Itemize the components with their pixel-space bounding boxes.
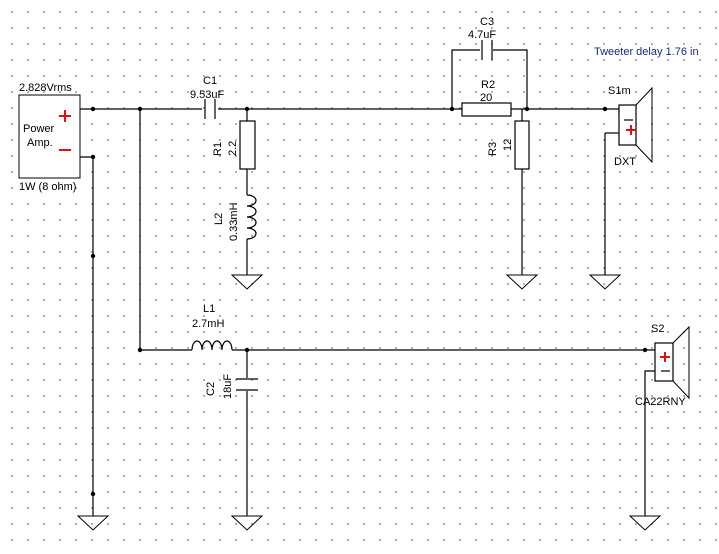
r1-name: R1 [212,142,224,156]
l1-name: L1 [203,303,215,315]
r3-name: R3 [487,142,499,156]
capacitor-c3[interactable] [481,40,493,60]
ground-icon [76,515,110,531]
ground-icon [505,274,539,290]
r3-value: 12 [502,139,514,151]
amp-plus-terminal-icon [59,110,71,122]
source-power-label: 1W (8 ohm) [19,181,76,193]
tweeter-speaker-s1m[interactable] [618,86,653,164]
tweeter-delay-note: Tweeter delay 1.76 in [594,46,699,58]
capacitor-c2-symbol-icon [236,378,258,391]
inductor-l1[interactable] [191,340,233,351]
ground-icon [628,515,662,531]
ground-symbols [76,274,662,531]
resistor-r2[interactable] [461,102,512,117]
ground-icon [588,274,622,290]
r2-name: R2 [481,79,495,91]
capacitor-c1-symbol-icon [204,99,216,119]
tweeter-model: DXT [614,156,636,168]
r1-value: 2.2 [227,141,239,156]
l1-value: 2.7mH [192,318,224,330]
c3-name: C3 [480,16,494,28]
inductor-l2[interactable] [246,194,257,240]
capacitor-c3-symbol-icon [481,40,493,60]
c2-name: C2 [205,382,217,396]
woofer-cone-icon [672,325,690,400]
ground-icon [230,515,264,531]
woofer-speaker-s2[interactable] [654,325,690,400]
woofer-plus-icon [660,352,670,362]
wires [80,49,655,516]
resistor-r3-symbol-icon [514,120,530,170]
l2-value: 0.33mH [228,202,240,241]
r2-value: 20 [480,92,492,104]
tweeter-speaker-icon [618,104,637,146]
power-amp-source[interactable]: Power Amp. [18,94,81,179]
c1-value: 9.53uF [190,89,225,101]
capacitor-c2[interactable] [236,378,258,391]
tweeter-plus-icon [626,125,636,135]
inductor-l1-symbol-icon [191,340,233,351]
c1-name: C1 [203,75,217,87]
woofer-model: CA22RNY [635,396,686,408]
capacitor-c1[interactable] [204,99,216,119]
tweeter-name: S1m [608,85,631,97]
ground-icon [230,274,264,290]
resistor-r1-symbol-icon [239,120,256,170]
tweeter-cone-icon [635,86,653,164]
resistor-r3[interactable] [514,120,530,170]
c3-value: 4.7uF [468,29,496,41]
amp-label-line1: Power [23,123,55,135]
c2-value: 18uF [222,374,234,399]
woofer-name: S2 [651,323,664,335]
l2-name: L2 [213,213,225,225]
power-amp-box [18,94,81,179]
resistor-r1[interactable] [239,120,256,170]
source-voltage-label: 2.828Vrms [19,82,72,94]
amp-label-line2: Amp. [27,137,53,149]
junction-nodes [90,106,648,497]
inductor-l2-symbol-icon [246,194,257,240]
resistor-r2-symbol-icon [461,102,512,117]
